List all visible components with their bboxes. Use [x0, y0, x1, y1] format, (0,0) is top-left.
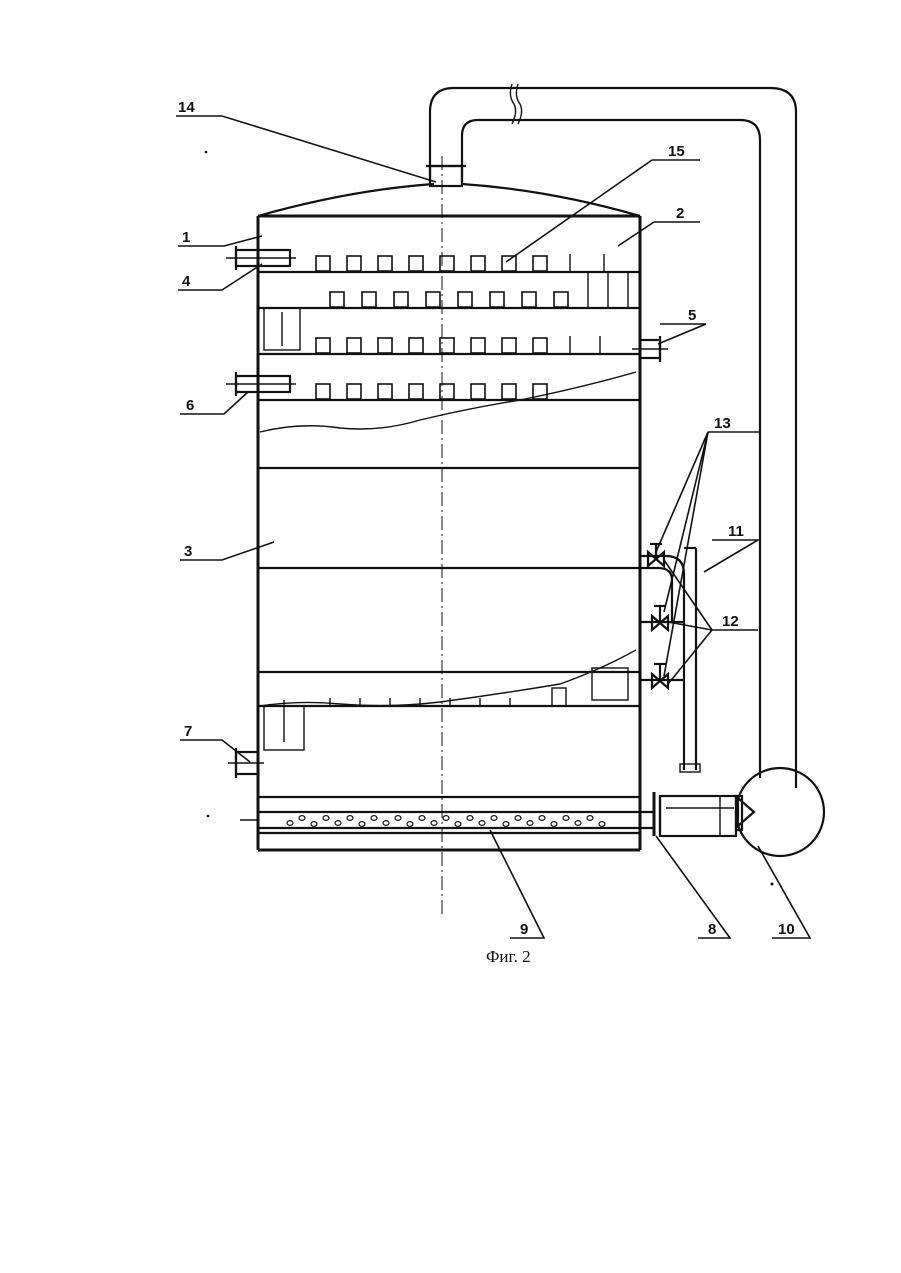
- inlet-pipe-8: [654, 792, 736, 836]
- callout-1: 1: [182, 229, 190, 246]
- figure-caption: Фиг. 2: [486, 947, 531, 966]
- callout-13: 13: [714, 415, 731, 432]
- nozzle-6: [226, 372, 296, 396]
- nozzle-4: [226, 246, 296, 270]
- leader-lines: [176, 116, 810, 938]
- callout-5: 5: [688, 307, 696, 324]
- sparger-holes: [287, 816, 605, 827]
- sparger-pipe: [240, 812, 654, 828]
- callout-11: 11: [728, 523, 744, 540]
- callout-4: 4: [182, 273, 191, 290]
- nozzle-7: [228, 748, 264, 778]
- caps-row-2: [330, 292, 568, 307]
- caps-row-3: [316, 338, 547, 353]
- callout-8: 8: [708, 921, 716, 938]
- callout-15: 15: [668, 143, 685, 160]
- valve-middle: [652, 606, 668, 630]
- callout-14: 14: [178, 99, 195, 116]
- trays: [258, 254, 640, 400]
- return-pipe: [430, 84, 796, 788]
- callout-6: 6: [186, 397, 194, 414]
- caps-row-4: [316, 384, 547, 399]
- callout-2: 2: [676, 205, 684, 222]
- packing-section: [258, 468, 640, 750]
- callout-12: 12: [722, 613, 739, 630]
- callout-7: 7: [184, 723, 192, 740]
- callout-10: 10: [778, 921, 795, 938]
- section-break-lines: [260, 372, 636, 706]
- callout-3: 3: [184, 543, 192, 560]
- valve-upper: [648, 544, 664, 566]
- column-shell: [258, 216, 640, 850]
- bypass-line: [640, 548, 700, 772]
- blower: [736, 768, 824, 856]
- nozzle-5: [632, 336, 668, 362]
- callout-9: 9: [520, 921, 528, 938]
